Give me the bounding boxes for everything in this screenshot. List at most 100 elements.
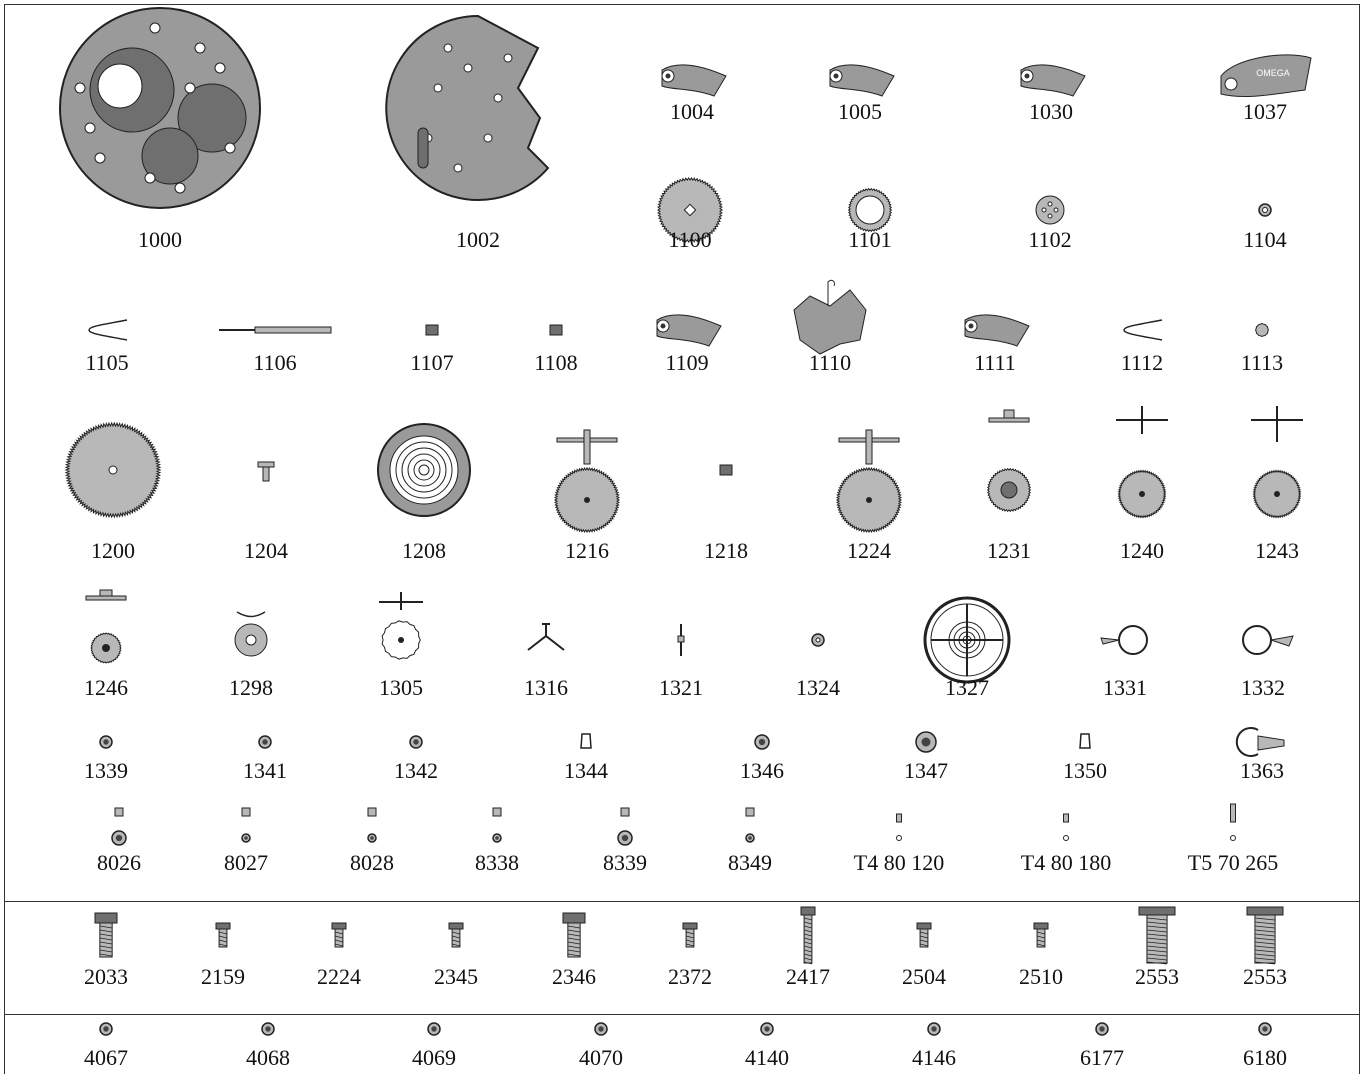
screw-icon: [682, 922, 698, 948]
part-number-label: 1324: [796, 675, 840, 700]
part-number-label: 1102: [1028, 227, 1072, 252]
barrel-icon: [64, 421, 162, 519]
screw-icon: [562, 912, 586, 958]
part-number-label: 1113: [1240, 350, 1284, 375]
part-number-label: 1030: [1029, 99, 1073, 124]
screw-icon: [331, 922, 347, 948]
ring-gear-icon: [847, 187, 893, 233]
part-number-label: 1341: [243, 758, 287, 783]
part-number-label: 1350: [1063, 758, 1107, 783]
part-number-label: T5 70 265: [1187, 850, 1279, 875]
part-number-label: 8027: [224, 850, 268, 875]
brand-text: OMEGA: [1256, 68, 1290, 78]
jewel-icon: [261, 1022, 275, 1036]
stud-ring-icon: [1242, 625, 1294, 655]
part-number-label: 1231: [987, 538, 1031, 563]
pin-icon: [896, 813, 902, 841]
disc-icon: [1035, 195, 1065, 225]
part-number-label: 6180: [1243, 1045, 1287, 1070]
part-number-label: T4 80 180: [1020, 850, 1112, 875]
part-number-label: 1111: [974, 350, 1016, 375]
part-number-label: 2372: [668, 964, 712, 989]
section-divider-jewels: [4, 1014, 1360, 1015]
sheet-frame: [4, 4, 1360, 1074]
part-number-label: 4140: [745, 1045, 789, 1070]
part-number-label: 2553: [1135, 964, 1179, 989]
spring-icon: [1123, 319, 1163, 341]
part-number-label: 2224: [317, 964, 361, 989]
part-number-label: 1331: [1103, 675, 1147, 700]
part-number-label: 1200: [91, 538, 135, 563]
spring-icon: [88, 319, 128, 341]
part-number-label: 2346: [552, 964, 596, 989]
jewel-setting-icon: [580, 733, 592, 749]
jewel-icon: [1258, 1022, 1272, 1036]
pinion-icon: [425, 324, 439, 336]
jewel-stack-icon: [617, 807, 633, 846]
jewel-stack-icon: [745, 807, 755, 843]
part-number-label: 1216: [565, 538, 609, 563]
part-number-label: 2553: [1243, 964, 1287, 989]
wheel-icon: [553, 429, 621, 534]
jewel-icon: [99, 735, 113, 749]
part-number-label: 8339: [603, 850, 647, 875]
part-number-label: 1005: [838, 99, 882, 124]
pallet-fork-icon: [527, 623, 565, 651]
mainplate-large-icon: [59, 7, 261, 209]
jewel-icon: [409, 735, 423, 749]
part-number-label: 1346: [740, 758, 784, 783]
mainspring-icon: [377, 423, 471, 517]
lever-icon: [829, 64, 895, 97]
clip-icon: [1235, 727, 1285, 757]
part-number-label: 1100: [668, 227, 712, 252]
jewel-icon: [927, 1022, 941, 1036]
part-number-label: 2504: [902, 964, 946, 989]
part-number-label: 8349: [728, 850, 772, 875]
jewel-stack-icon: [492, 807, 502, 843]
small-gear-icon: [1255, 323, 1269, 337]
wheel-icon: [1251, 406, 1303, 519]
part-number-label: 2159: [201, 964, 245, 989]
jewel-icon: [99, 1022, 113, 1036]
pinion-icon: [719, 464, 733, 476]
lever-icon: [964, 314, 1030, 347]
washer-icon: [234, 611, 268, 657]
part-number-label: 1298: [229, 675, 273, 700]
branded-bridge-icon: OMEGA: [1220, 54, 1312, 98]
part-number-label: 4069: [412, 1045, 456, 1070]
wheel-icon: [986, 409, 1032, 513]
part-number-label: 2510: [1019, 964, 1063, 989]
jewel-icon: [760, 1022, 774, 1036]
lever-icon: [1020, 64, 1086, 97]
part-number-label: 1037: [1243, 99, 1287, 124]
part-number-label: 1316: [524, 675, 568, 700]
part-number-label: 4070: [579, 1045, 623, 1070]
part-number-label: 4068: [246, 1045, 290, 1070]
escape-wheel-icon: [379, 592, 423, 660]
staff-icon: [677, 624, 685, 656]
screw-icon: [1033, 922, 1049, 948]
part-number-label: 1347: [904, 758, 948, 783]
part-number-label: 1000: [138, 227, 182, 252]
part-number-label: 4146: [912, 1045, 956, 1070]
jewel-icon: [915, 731, 937, 753]
roller-icon: [811, 633, 825, 647]
screw-icon: [916, 922, 932, 948]
part-number-label: 2417: [786, 964, 830, 989]
part-number-label: 4067: [84, 1045, 128, 1070]
part-number-label: 1363: [1240, 758, 1284, 783]
screw-icon: [448, 922, 464, 948]
stud-ring-icon: [1100, 625, 1148, 655]
part-number-label: 1240: [1120, 538, 1164, 563]
jewel-icon: [594, 1022, 608, 1036]
jewel-setting-icon: [1079, 733, 1091, 749]
jewel-icon: [1095, 1022, 1109, 1036]
part-number-label: 8028: [350, 850, 394, 875]
part-number-label: 1246: [84, 675, 128, 700]
screw-icon: [215, 922, 231, 948]
wheel-icon: [85, 589, 127, 664]
screw-icon: [1246, 906, 1284, 965]
jewel-icon: [754, 734, 770, 750]
jewel-stack-icon: [241, 807, 251, 843]
